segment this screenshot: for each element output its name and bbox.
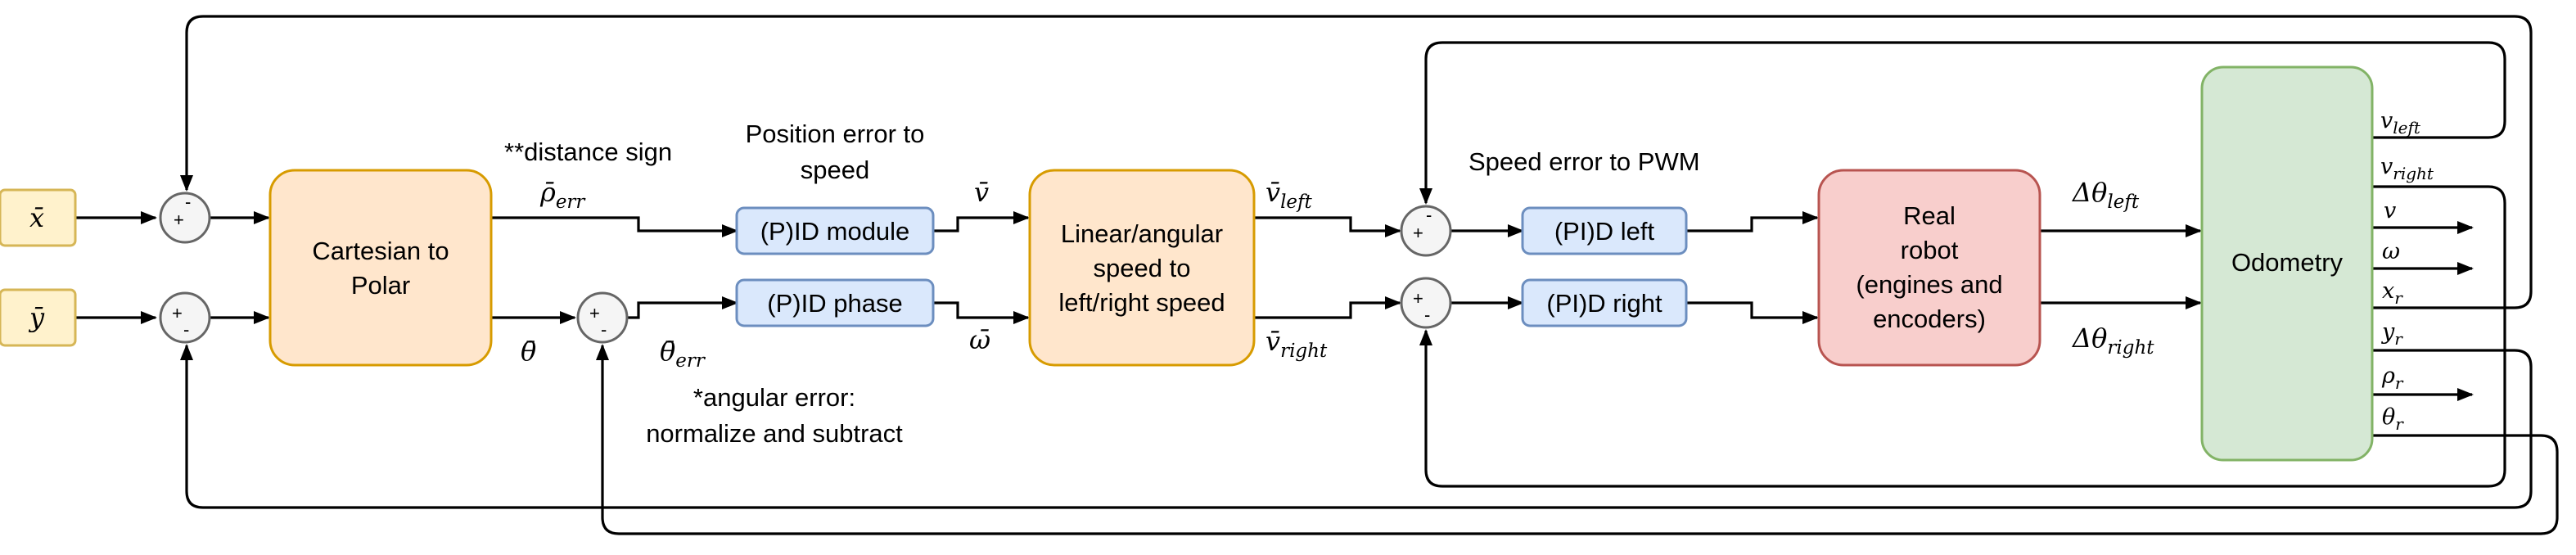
- wire-pi-right-to-robot: [1686, 301, 1819, 324]
- position-error-note-line2: speed: [801, 156, 869, 184]
- wire-rho-to-pid-module: [491, 216, 738, 237]
- out-y-r-label: yr: [2381, 319, 2403, 349]
- wire-lin-to-j4: [1254, 216, 1401, 237]
- svg-text:encoders): encoders): [1873, 305, 1986, 333]
- svg-text:(P)ID module: (P)ID module: [760, 217, 910, 246]
- out-x-r-label: xr: [2382, 278, 2403, 308]
- svg-text:speed to: speed to: [1094, 254, 1191, 282]
- theta-bar-label: θ̄: [521, 336, 536, 367]
- summing-junction-left: + -: [1400, 205, 1452, 257]
- svg-text:+: +: [1413, 223, 1423, 243]
- angular-error-note-line2: normalize and subtract: [646, 419, 903, 448]
- linear-angular-block: Linear/angular speed to left/right speed: [1028, 169, 1256, 367]
- wires: [75, 15, 2559, 535]
- svg-text:-: -: [1424, 305, 1430, 325]
- svg-text:Cartesian to: Cartesian to: [312, 237, 449, 265]
- svg-text:+: +: [174, 210, 184, 230]
- svg-text:-: -: [1426, 205, 1432, 225]
- annotations: **distance sign Position error to speed …: [504, 120, 1700, 448]
- signal-labels: ρ̄err θ̄ θ̄err v̄ ω̄ v̄left v̄right Δθle…: [521, 177, 2154, 372]
- rho-err-label: ρ̄err: [539, 177, 586, 213]
- svg-text:(P)ID phase: (P)ID phase: [767, 289, 902, 318]
- feedback-x-r: [180, 15, 2533, 309]
- svg-text:Real: Real: [1903, 201, 1956, 230]
- out-omega-label: ω: [2382, 239, 2400, 264]
- theta-err-label: θ̄err: [660, 336, 706, 372]
- feedback-v-left: [1419, 41, 2506, 205]
- svg-text:Polar: Polar: [351, 271, 410, 300]
- svg-text:(engines and: (engines and: [1856, 270, 2002, 299]
- feedback-y-r: [180, 344, 2533, 509]
- dtheta-right-label: Δθright: [2071, 323, 2154, 359]
- odometry-block: Odometry: [2200, 65, 2374, 462]
- wire-lin-to-j5: [1254, 296, 1401, 319]
- out-rho-r-label: ρr: [2381, 363, 2404, 393]
- out-theta-r-label: θr: [2382, 404, 2404, 434]
- out-v-right-label: vright: [2380, 154, 2434, 183]
- angular-error-note-line1: *angular error:: [693, 383, 855, 412]
- svg-text:left/right speed: left/right speed: [1058, 288, 1225, 317]
- v-left-bar-label: v̄left: [1265, 177, 1313, 213]
- summing-junction-theta: + -: [576, 291, 629, 344]
- svg-text:+: +: [1413, 288, 1423, 309]
- svg-text:(PI)D left: (PI)D left: [1554, 217, 1655, 246]
- summing-junction-y: + -: [159, 291, 211, 344]
- omega-bar-label: ω̄: [969, 324, 990, 355]
- wire-pid-phase-to-lin: [933, 301, 1030, 324]
- input-y-box: ȳ: [0, 288, 77, 347]
- dtheta-left-label: Δθleft: [2071, 177, 2140, 213]
- svg-text:-: -: [183, 319, 189, 340]
- svg-text:(PI)D right: (PI)D right: [1546, 289, 1662, 318]
- svg-text:+: +: [172, 303, 183, 323]
- input-x-box: x̄: [0, 188, 77, 247]
- pi-left-block: (PI)D left: [1521, 206, 1688, 255]
- v-right-bar-label: v̄right: [1265, 326, 1328, 362]
- wire-pi-left-to-robot: [1686, 211, 1819, 232]
- cartesian-to-polar-block: Cartesian to Polar: [268, 169, 493, 367]
- svg-text:-: -: [185, 192, 191, 212]
- wire-pid-module-to-lin: [933, 211, 1030, 232]
- input-y-label: ȳ: [28, 302, 45, 333]
- v-bar-label: v̄: [974, 177, 989, 208]
- summing-junction-x: + -: [159, 192, 211, 244]
- input-x-label: x̄: [29, 202, 44, 233]
- feedback-v-right: [1419, 185, 2506, 488]
- speed-error-note: Speed error to PWM: [1468, 147, 1700, 176]
- real-robot-block: Real robot (engines and encoders): [1817, 169, 2041, 367]
- svg-text:-: -: [601, 319, 607, 340]
- summing-junction-right: + -: [1400, 277, 1452, 329]
- pid-phase-block: (P)ID phase: [735, 278, 935, 327]
- position-error-note-line1: Position error to: [746, 120, 925, 148]
- out-v-left-label: vleft: [2380, 108, 2421, 138]
- pid-module-block: (P)ID module: [735, 206, 935, 255]
- feedback-theta-r: [596, 344, 2559, 535]
- svg-text:Linear/angular: Linear/angular: [1061, 219, 1223, 248]
- pi-right-block: (PI)D right: [1521, 278, 1688, 327]
- svg-text:+: +: [589, 303, 600, 323]
- out-v-label: v: [2384, 198, 2396, 223]
- odometry-output-labels: vleft vright v ω xr yr ρr θr: [2380, 108, 2434, 434]
- distance-sign-note: **distance sign: [504, 138, 672, 166]
- svg-text:Odometry: Odometry: [2231, 248, 2344, 277]
- wire-j3-to-pid-phase: [627, 296, 738, 319]
- svg-text:robot: robot: [1901, 236, 1959, 264]
